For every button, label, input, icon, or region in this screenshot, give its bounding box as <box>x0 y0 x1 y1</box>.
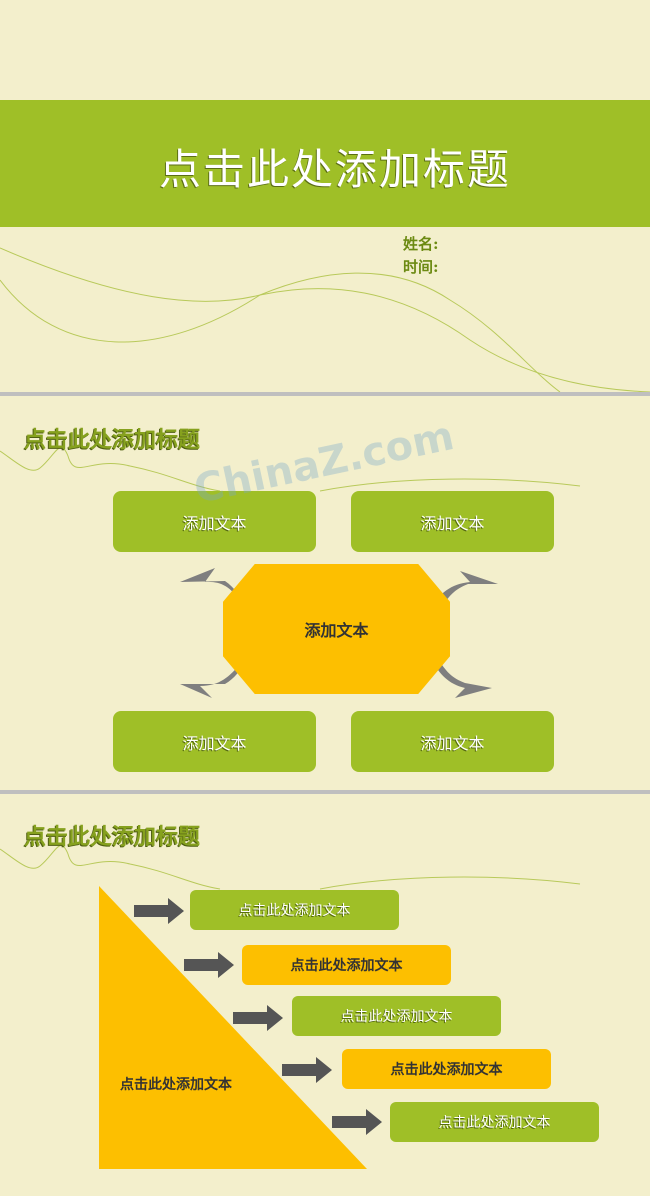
name-label[interactable]: 姓名: <box>403 235 439 253</box>
text-box-top-left[interactable]: 添加文本 <box>113 491 316 552</box>
step-box-3[interactable]: 点击此处添加文本 <box>292 996 501 1036</box>
step-box-5[interactable]: 点击此处添加文本 <box>390 1102 599 1142</box>
title-band: 点击此处添加标题 <box>0 100 650 227</box>
triangle-label[interactable]: 点击此处添加文本 <box>120 1077 232 1093</box>
arrow-right-icon <box>134 898 184 924</box>
section-title[interactable]: 点击此处添加标题 <box>24 824 201 850</box>
arrow-right-icon <box>184 952 234 978</box>
slide-title: 点击此处添加标题 姓名: 时间: <box>0 0 650 392</box>
step-box-1[interactable]: 点击此处添加文本 <box>190 890 399 930</box>
decorative-curves <box>0 845 581 890</box>
step-box-2[interactable]: 点击此处添加文本 <box>242 945 451 985</box>
decorative-curves <box>0 447 581 492</box>
decorative-curves <box>0 247 650 392</box>
slide-separator <box>0 790 650 794</box>
text-box-bottom-left[interactable]: 添加文本 <box>113 711 316 772</box>
text-box-top-right[interactable]: 添加文本 <box>351 491 554 552</box>
arrow-right-icon <box>233 1005 283 1031</box>
main-title[interactable]: 点击此处添加标题 <box>158 145 511 194</box>
slide-separator <box>0 392 650 396</box>
arrow-right-icon <box>332 1109 382 1135</box>
arrow-right-icon <box>282 1057 332 1083</box>
slide-diagram: 点击此处添加标题 添加文本 添加文本 添加文本 添加文本 添加文本 <box>0 396 650 788</box>
section-title[interactable]: 点击此处添加标题 <box>24 427 201 453</box>
center-octagon[interactable]: 添加文本 <box>223 564 450 694</box>
curved-arrows <box>180 568 498 698</box>
time-label[interactable]: 时间: <box>403 258 439 276</box>
slide-steps: 点击此处添加标题 点击此处添加文本 点击此处添加文本 点击此处添加文本 点击此处… <box>0 794 650 1196</box>
text-box-bottom-right[interactable]: 添加文本 <box>351 711 554 772</box>
step-box-4[interactable]: 点击此处添加文本 <box>342 1049 551 1089</box>
